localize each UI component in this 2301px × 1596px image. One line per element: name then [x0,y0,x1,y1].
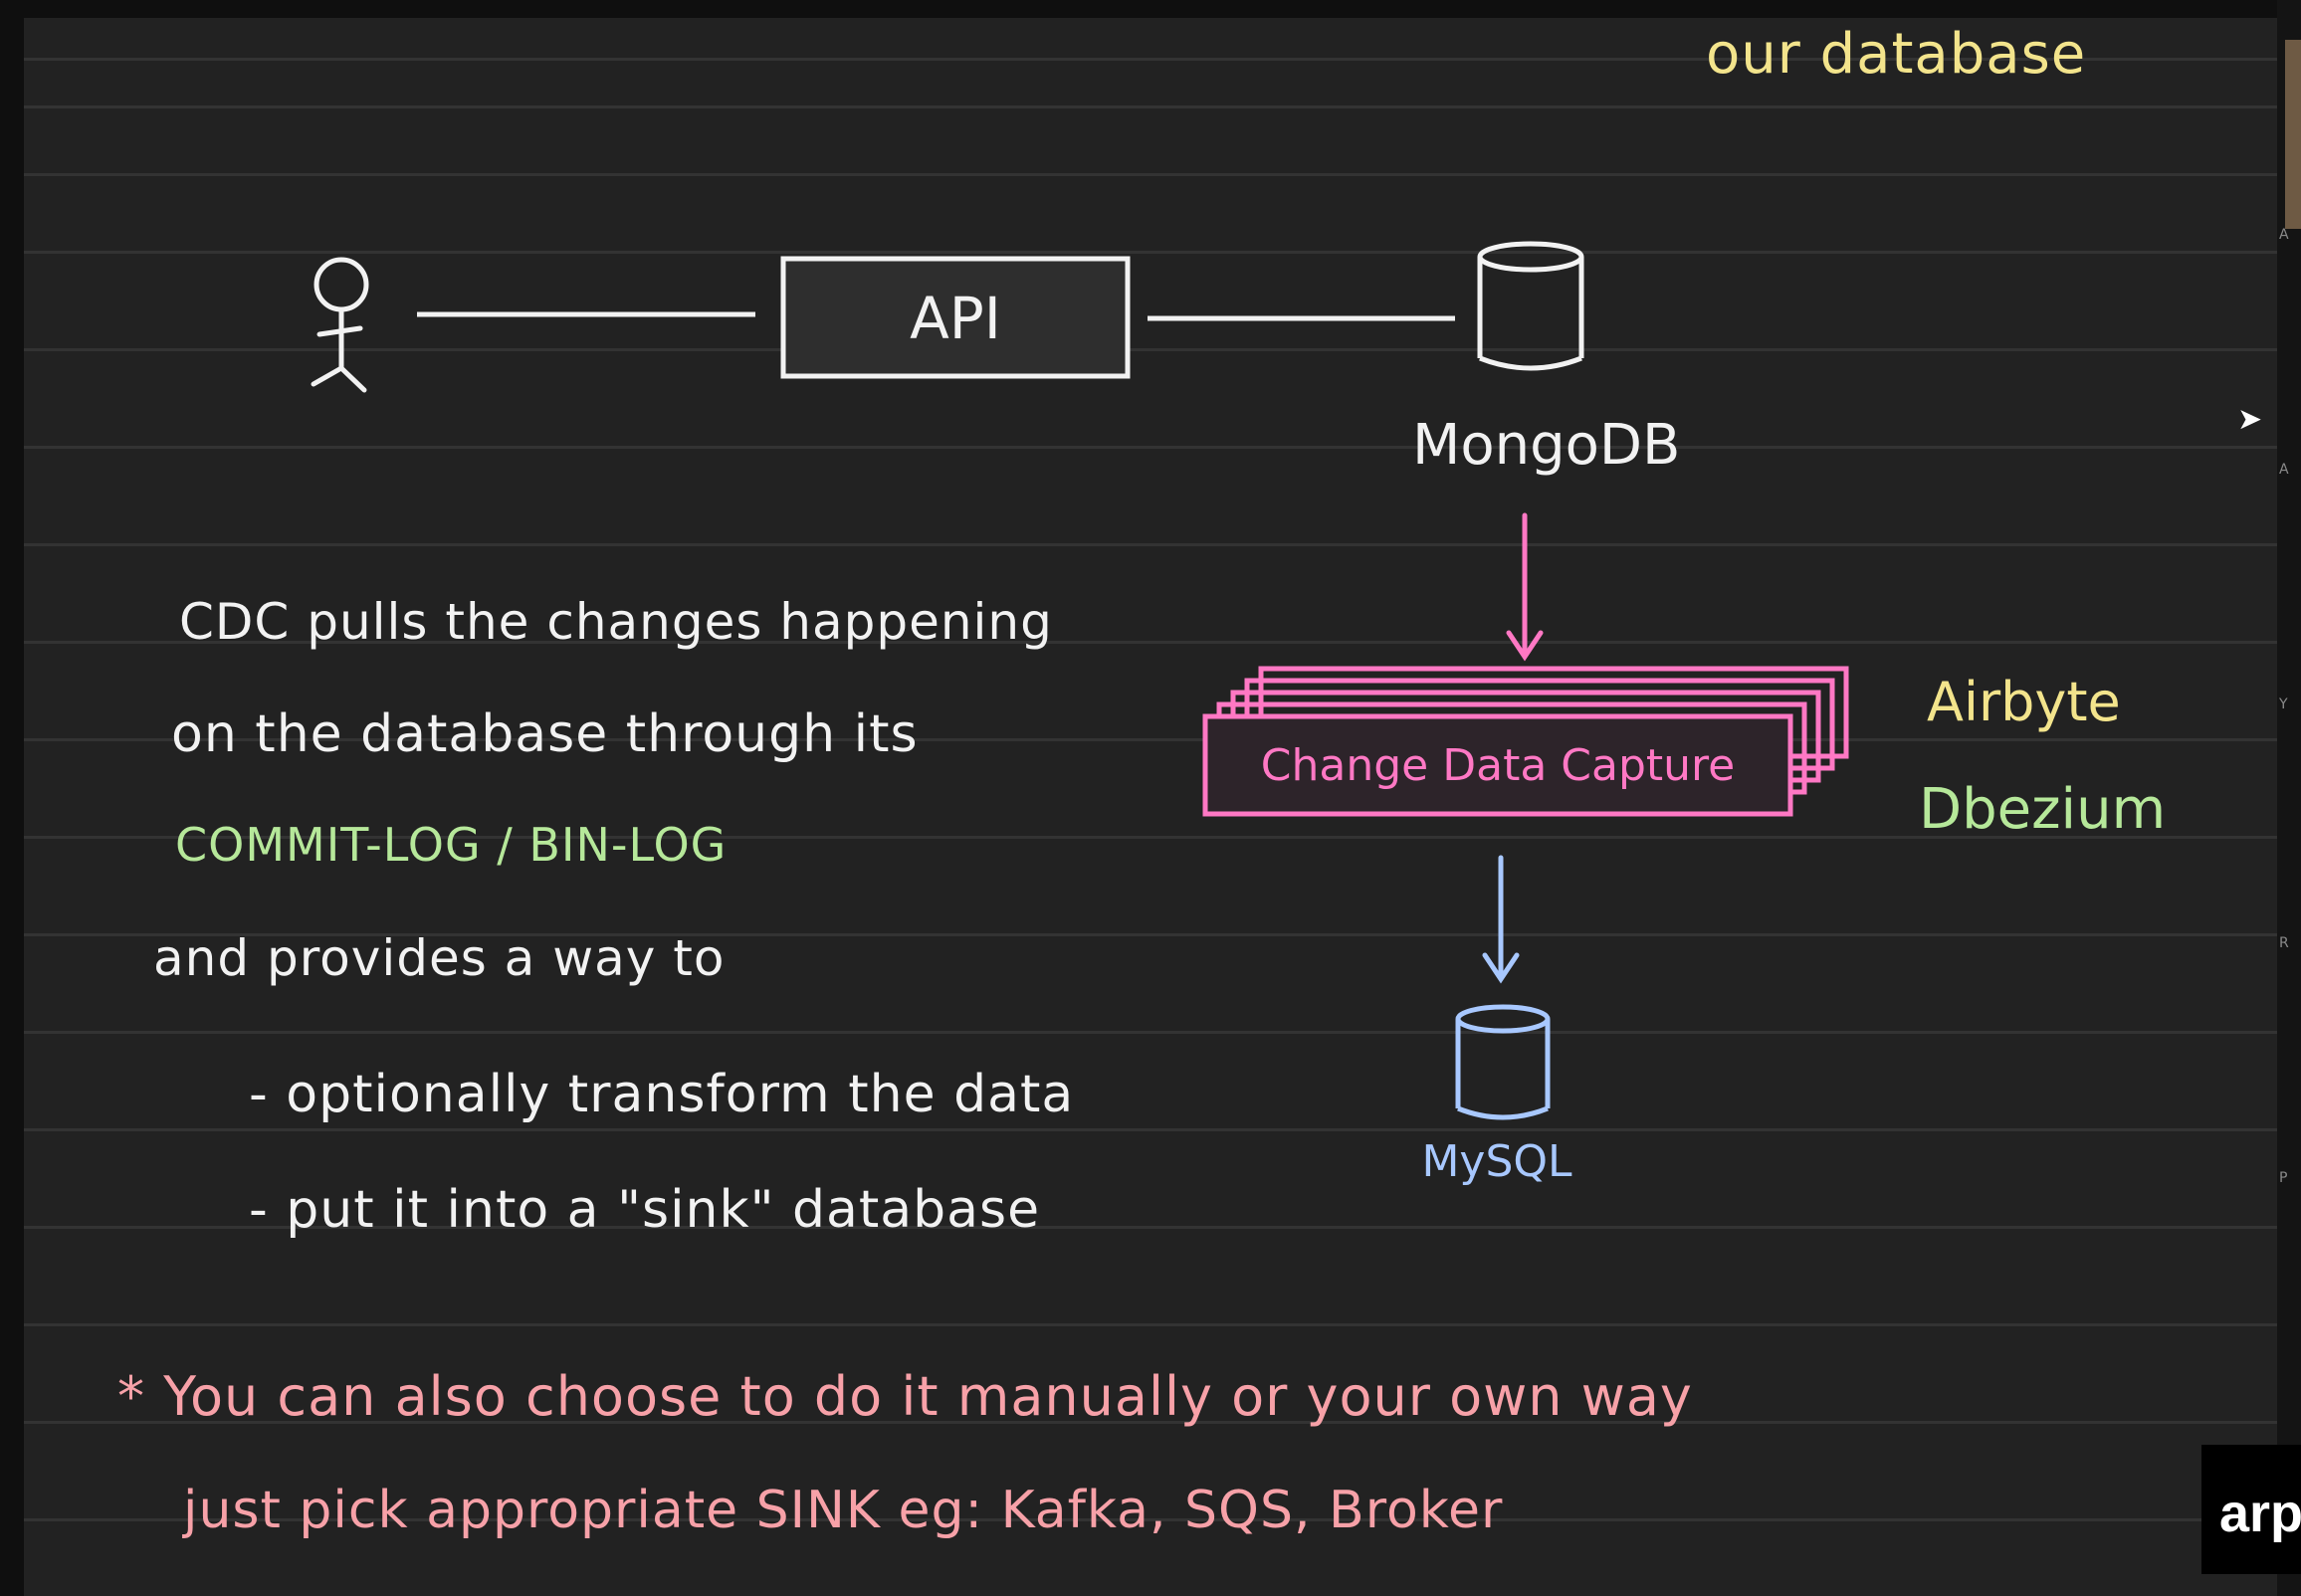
ruled-line [24,1421,2277,1424]
ruled-line [24,1128,2277,1131]
ruled-line [24,251,2277,254]
ruled-line [24,173,2277,176]
ruled-line [24,348,2277,351]
side-letter: Y [2279,697,2288,712]
ruled-line [24,543,2277,546]
side-letter: A [2279,227,2289,243]
brand-watermark: arp [2201,1445,2301,1574]
side-letter: A [2279,462,2289,478]
mongodb-cylinder-icon [1477,241,1584,371]
mouse-pointer-icon: ➤ [2237,402,2263,437]
ruled-line [24,836,2277,839]
note-bullet-1: - optionally transform the data [249,1065,1075,1124]
ruled-line [24,105,2277,108]
tool-airbyte: Airbyte [1927,671,2121,733]
note-bullet-2: - put it into a "sink" database [249,1180,1041,1240]
heading-our-database: our database [1706,22,2087,87]
footer-line-1: * You can also choose to do it manually … [117,1365,1693,1428]
arrow-down-icon [1506,512,1544,662]
ruled-line [24,1518,2277,1521]
cdc-label: Change Data Capture [1261,740,1735,791]
ruled-line [24,1226,2277,1229]
user-stick-figure-icon [311,257,369,393]
mongodb-label: MongoDB [1412,413,1680,478]
api-label: API [910,285,1001,352]
note-line-2: on the database through its [171,704,919,764]
webcam-thumbnail [2285,40,2301,229]
cdc-box [1202,713,1793,817]
ruled-line [24,738,2277,741]
ruled-line [24,446,2277,449]
ruled-line [24,641,2277,644]
ruled-line [24,1323,2277,1326]
note-line-4: and provides a way to [153,929,726,987]
brand-text: arp [2219,1484,2301,1543]
arrow-down-icon [1482,855,1520,984]
cdc-architecture-diagram: API MongoDB Change Data Capture Airbyte … [311,241,2166,1187]
mysql-cylinder-icon [1455,1004,1551,1120]
api-box [780,256,1131,379]
side-panel-edge: A A Y R P [2277,0,2301,1596]
tool-dbezium: Dbezium [1919,777,2166,842]
ruled-line [24,58,2277,61]
ruled-line [24,933,2277,936]
ruled-line [24,1031,2277,1034]
side-letter: P [2279,1170,2288,1186]
mysql-label: MySQL [1421,1136,1572,1187]
whiteboard-canvas: API MongoDB Change Data Capture Airbyte … [24,18,2277,1596]
side-letter: R [2279,935,2289,951]
footer-line-2: just pick appropriate SINK eg: Kafka, SQ… [183,1481,1504,1540]
note-line-commit-log: COMMIT-LOG / BIN-LOG [175,818,728,872]
note-line-1: CDC pulls the changes happening [179,593,1053,651]
